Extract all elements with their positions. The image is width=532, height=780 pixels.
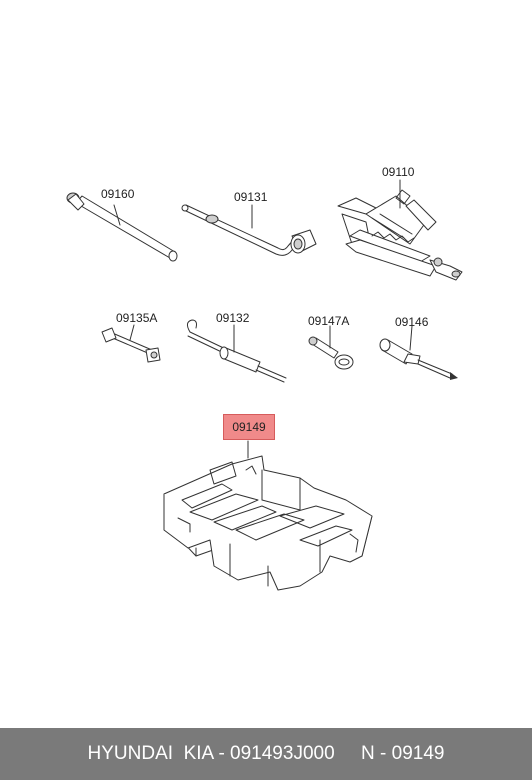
- hook-handle-drawing: [186, 319, 287, 383]
- part-number-footer: HYUNDAI KIA - 091493J000 N - 09149: [0, 728, 532, 780]
- extension-bar-drawing: [66, 192, 178, 262]
- tool-tray-drawing: [163, 440, 373, 591]
- part-label-09146: 09146: [395, 315, 429, 329]
- part-label-09131: 09131: [234, 190, 268, 204]
- part-label-09110: 09110: [382, 165, 415, 179]
- screwdriver-drawing: [379, 325, 458, 380]
- highlighted-part-label-09149: 09149: [223, 414, 275, 440]
- part-label-09147A: 09147A: [308, 314, 350, 328]
- eye-bolt-drawing: [308, 325, 354, 370]
- part-label-09149: 09149: [232, 420, 266, 434]
- part-label-09160: 09160: [101, 187, 135, 201]
- wrench-handle-drawing: [181, 204, 317, 256]
- parts-diagram: 09160 09131 09110 09135A 09132 09147A 09…: [66, 165, 463, 591]
- spanner-drawing: [101, 324, 161, 363]
- scissor-jack-drawing: [337, 179, 463, 281]
- part-label-09135A: 09135A: [116, 311, 158, 325]
- part-label-09132: 09132: [216, 311, 250, 325]
